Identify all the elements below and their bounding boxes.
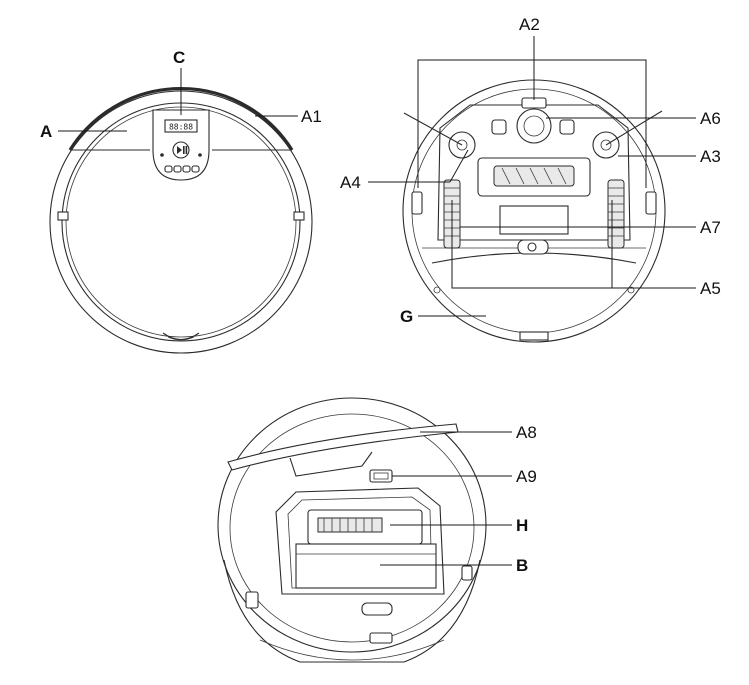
label-a7: A7 bbox=[700, 218, 721, 237]
front-caster-wheel bbox=[516, 108, 552, 144]
side-rail-left bbox=[411, 191, 423, 215]
filter-h-inner bbox=[317, 517, 383, 533]
cliff-sensor-right bbox=[559, 119, 575, 135]
cliff-sensor-left bbox=[491, 119, 507, 135]
panel-dot-right bbox=[198, 153, 202, 157]
bin-compartment-inner bbox=[287, 496, 433, 589]
front-notch bbox=[162, 332, 200, 341]
sensor-a9-grid bbox=[373, 472, 389, 480]
drive-wheel-right bbox=[607, 179, 625, 249]
panel-button-3 bbox=[182, 165, 191, 173]
filter-h-pleats bbox=[323, 518, 373, 532]
pause-bar-icon-2 bbox=[185, 146, 188, 154]
lower-dot-left bbox=[433, 286, 441, 294]
front-latch bbox=[519, 331, 549, 341]
front-caster-hub bbox=[523, 115, 545, 137]
label-a6: A6 bbox=[700, 109, 721, 128]
panel-button-2 bbox=[173, 165, 182, 173]
leader-a4-bend bbox=[449, 149, 469, 183]
front-notch-inner bbox=[167, 336, 195, 341]
label-a1: A1 bbox=[301, 107, 322, 126]
label-a9: A9 bbox=[516, 467, 537, 486]
open-lid-view: A8 A9 H B bbox=[217, 397, 537, 663]
display-digits: 88:88 bbox=[169, 123, 193, 132]
panel-button-1 bbox=[164, 165, 173, 173]
open-base-lip bbox=[259, 639, 445, 661]
main-brush-blades bbox=[501, 167, 567, 185]
side-port-right bbox=[461, 565, 473, 581]
lid-hinge bbox=[289, 451, 373, 477]
leader-a5 bbox=[451, 200, 696, 289]
side-tab-left bbox=[57, 211, 69, 221]
front-port-open bbox=[369, 632, 393, 644]
open-side-wall bbox=[223, 559, 481, 663]
panel-dot-left bbox=[160, 153, 164, 157]
side-port-left bbox=[245, 591, 259, 609]
label-a8: A8 bbox=[516, 423, 537, 442]
label-a5: A5 bbox=[700, 279, 721, 298]
side-brush-left-bristle bbox=[403, 112, 463, 146]
side-rail-right bbox=[645, 191, 657, 215]
power-switch-knob bbox=[527, 242, 537, 252]
label-g: G bbox=[400, 307, 413, 326]
panel-button-4 bbox=[191, 165, 200, 173]
dustbin-b bbox=[295, 543, 437, 589]
label-a4: A4 bbox=[340, 173, 361, 192]
dustbin-window bbox=[499, 205, 569, 235]
pause-bar-icon bbox=[183, 146, 185, 154]
side-tab-right bbox=[293, 211, 305, 221]
label-b: B bbox=[516, 556, 528, 575]
open-inner-rim bbox=[229, 413, 475, 643]
label-a: A bbox=[40, 122, 52, 141]
sensor-a9 bbox=[369, 469, 393, 483]
label-a3: A3 bbox=[700, 147, 721, 166]
side-brush-right-bristle bbox=[605, 110, 663, 146]
label-h: H bbox=[516, 516, 528, 535]
play-pause-icon bbox=[177, 146, 182, 154]
front-latch-open bbox=[361, 602, 393, 616]
top-view: 88:88 A A1 C bbox=[40, 48, 322, 354]
bracket-top bbox=[417, 59, 647, 188]
chassis-outline bbox=[437, 104, 631, 241]
display-screen bbox=[164, 119, 198, 133]
lower-dot-right bbox=[627, 286, 635, 294]
side-brush-left-hub bbox=[456, 139, 468, 151]
side-brush-right-hub bbox=[600, 139, 612, 151]
label-c: C bbox=[173, 48, 185, 67]
drive-wheel-right-tread bbox=[608, 187, 624, 237]
bottom-view: A2 A6 A3 A4 A7 A5 G bbox=[340, 15, 721, 343]
bin-compartment bbox=[275, 487, 445, 595]
label-a2: A2 bbox=[519, 15, 540, 34]
